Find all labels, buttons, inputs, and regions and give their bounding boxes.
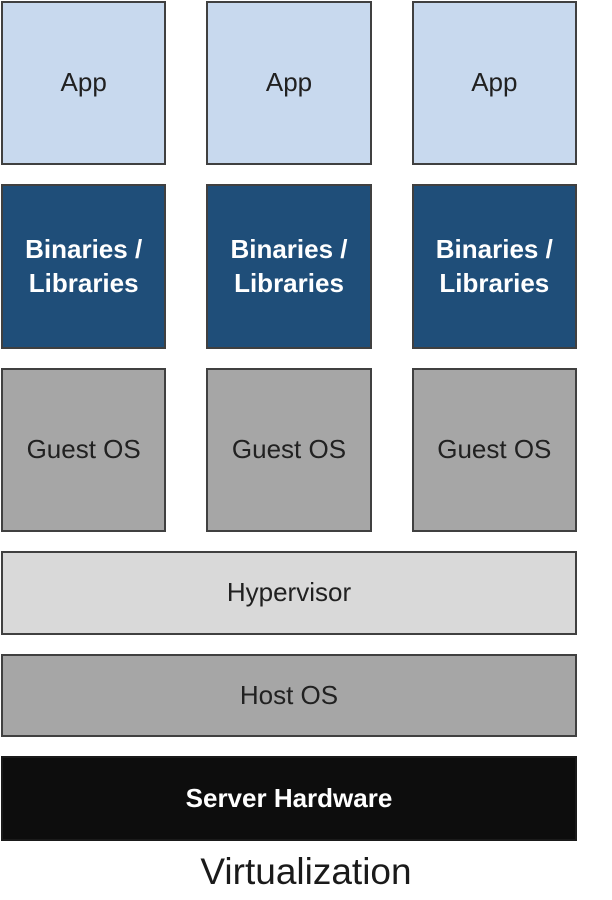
app-box-2: App bbox=[206, 1, 372, 165]
diagram-title: Virtualization bbox=[200, 851, 412, 892]
virtualization-stack-diagram: App App App Binaries / Libraries Binarie… bbox=[1, 1, 577, 841]
guest-os-box-2: Guest OS bbox=[206, 368, 372, 532]
binaries-libraries-box-2: Binaries / Libraries bbox=[206, 184, 372, 349]
binaries-libraries-box-3: Binaries / Libraries bbox=[411, 184, 577, 349]
app-box-1: App bbox=[1, 1, 167, 165]
host-os-box: Host OS bbox=[1, 654, 577, 737]
diagram-grid: App App App Binaries / Libraries Binarie… bbox=[1, 1, 577, 841]
hypervisor-box: Hypervisor bbox=[1, 551, 577, 635]
server-hardware-box: Server Hardware bbox=[1, 756, 577, 841]
app-box-3: App bbox=[411, 1, 577, 165]
binaries-libraries-box-1: Binaries / Libraries bbox=[1, 184, 167, 349]
guest-os-box-3: Guest OS bbox=[411, 368, 577, 532]
guest-os-box-1: Guest OS bbox=[1, 368, 167, 532]
